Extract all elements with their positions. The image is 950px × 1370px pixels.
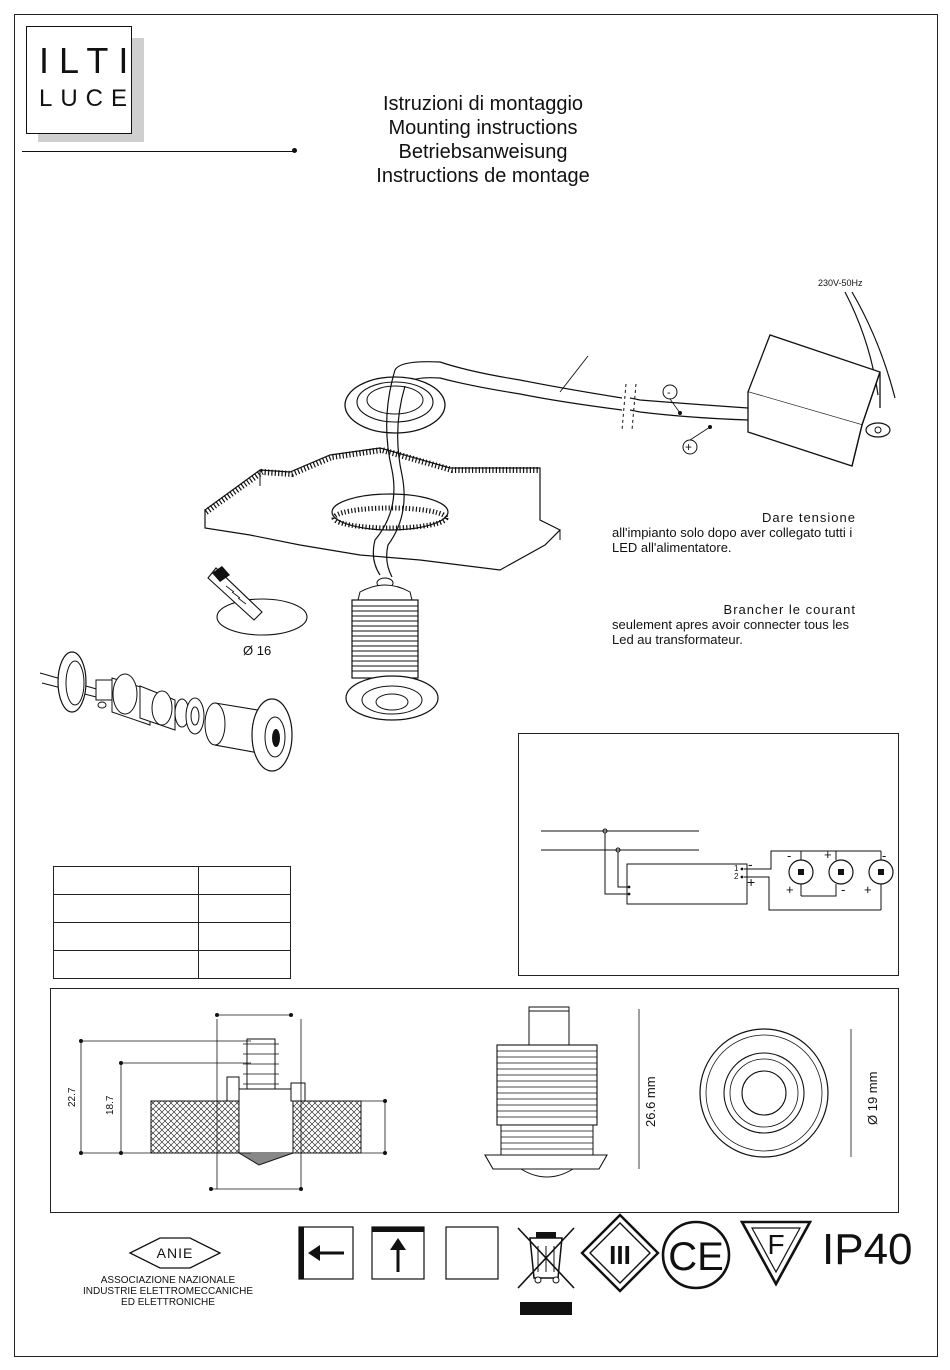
height-label: 26.6 mm bbox=[643, 1076, 658, 1127]
led2-minus: - bbox=[841, 882, 845, 897]
note-italian-rest: all'impianto solo dopo aver collegato tu… bbox=[612, 525, 853, 555]
led2-plus: + bbox=[824, 847, 832, 862]
diameter-label: Ø 19 mm bbox=[865, 1072, 880, 1125]
anie-line3: ED ELETTRONICHE bbox=[121, 1297, 215, 1308]
note-french-rest: seulement apres avoir connecter tous les… bbox=[612, 617, 850, 647]
psu-minus-label: - bbox=[748, 856, 753, 872]
led1-plus: + bbox=[786, 882, 794, 897]
title-block: Istruzioni di montaggio Mounting instruc… bbox=[318, 92, 648, 188]
terminal-2-label: 2 bbox=[734, 872, 739, 881]
anie-badge-text: ANIE bbox=[157, 1245, 194, 1261]
psu-plus-label: + bbox=[747, 874, 755, 890]
led-symbol bbox=[868, 859, 894, 885]
installation-illustration: 230V-50Hz - + bbox=[39, 278, 896, 772]
side-view-drawing bbox=[484, 1006, 640, 1178]
class-iii-text: III bbox=[609, 1240, 631, 1270]
exploded-view-drawing bbox=[39, 651, 293, 772]
ip-rating: IP40 bbox=[822, 1225, 913, 1274]
title-rule-dot bbox=[292, 148, 297, 153]
section-view-drawing bbox=[79, 1013, 387, 1191]
dimensions-svg: 22.7 18.7 26.6 mm Ø 19 mm bbox=[67, 1006, 880, 1191]
brand-logo: ILTI LUCE bbox=[26, 26, 132, 134]
ce-mark-text: CE bbox=[668, 1235, 724, 1279]
table-row bbox=[53, 866, 291, 895]
note-french: Brancher le courant seulement apres avoi… bbox=[612, 602, 856, 647]
hole-saw-drawing bbox=[207, 566, 308, 636]
supply-label: 230V-50Hz bbox=[818, 278, 863, 288]
front-view-drawing bbox=[699, 1028, 852, 1158]
transformer-drawing bbox=[747, 334, 891, 467]
note-french-first: Brancher le courant bbox=[723, 602, 856, 617]
table-row bbox=[53, 950, 291, 979]
f-mark-icon: F bbox=[739, 1220, 813, 1287]
led-symbol bbox=[828, 859, 854, 885]
hole-diameter-label: Ø 16 bbox=[243, 643, 271, 658]
title-de: Betriebsanweisung bbox=[398, 141, 568, 163]
led-fixture-drawing bbox=[345, 577, 439, 721]
title-rule bbox=[22, 151, 294, 152]
table-row bbox=[53, 922, 291, 951]
note-italian: Dare tensione all'impianto solo dopo ave… bbox=[612, 510, 856, 555]
anie-caption: ASSOCIAZIONE NAZIONALE INDUSTRIE ELETTRO… bbox=[60, 1275, 276, 1308]
ceiling-mount-icon bbox=[371, 1226, 425, 1280]
anie-line2: INDUSTRIE ELETTROMECCANICHE bbox=[82, 1286, 253, 1297]
brand-line2: LUCE bbox=[39, 85, 136, 112]
wiring-svg: 1 2 - + - + + - - + bbox=[541, 828, 894, 911]
led3-plus: + bbox=[864, 882, 872, 897]
title-it: Istruzioni di montaggio bbox=[382, 93, 584, 115]
led3-minus: - bbox=[882, 848, 886, 863]
led-symbol bbox=[788, 859, 814, 885]
anie-badge: ANIE bbox=[128, 1237, 222, 1269]
brand-line1: ILTI bbox=[39, 40, 139, 81]
dimension-18-7: 18.7 bbox=[105, 1095, 116, 1115]
empty-symbol-box bbox=[445, 1226, 499, 1280]
spec-table bbox=[53, 866, 291, 979]
weee-bin-icon bbox=[517, 1227, 575, 1289]
terminal-1-label: 1 bbox=[734, 864, 739, 873]
wiring-diagram: 1 2 - + - + + - - + bbox=[518, 733, 899, 976]
dimensions-panel: 22.7 18.7 26.6 mm Ø 19 mm bbox=[50, 988, 899, 1213]
anie-line1: ASSOCIAZIONE NAZIONALE bbox=[100, 1275, 236, 1286]
cable-minus-label: - bbox=[667, 387, 671, 399]
dimension-22-7: 22.7 bbox=[67, 1087, 78, 1107]
note-italian-first: Dare tensione bbox=[762, 510, 856, 525]
f-mark-text: F bbox=[767, 1229, 784, 1260]
certification-symbols: III CE F bbox=[298, 1213, 813, 1293]
wall-mount-icon bbox=[298, 1226, 354, 1280]
weee-bar bbox=[520, 1302, 572, 1315]
cable-plus-label: + bbox=[685, 440, 692, 454]
title-fr: Instructions de montage bbox=[376, 165, 590, 187]
title-en: Mounting instructions bbox=[388, 117, 578, 139]
table-row bbox=[53, 894, 291, 923]
ce-mark-icon: CE bbox=[661, 1220, 731, 1290]
page-frame bbox=[14, 14, 938, 1357]
led1-minus: - bbox=[787, 848, 791, 863]
class-iii-icon: III bbox=[580, 1213, 660, 1293]
